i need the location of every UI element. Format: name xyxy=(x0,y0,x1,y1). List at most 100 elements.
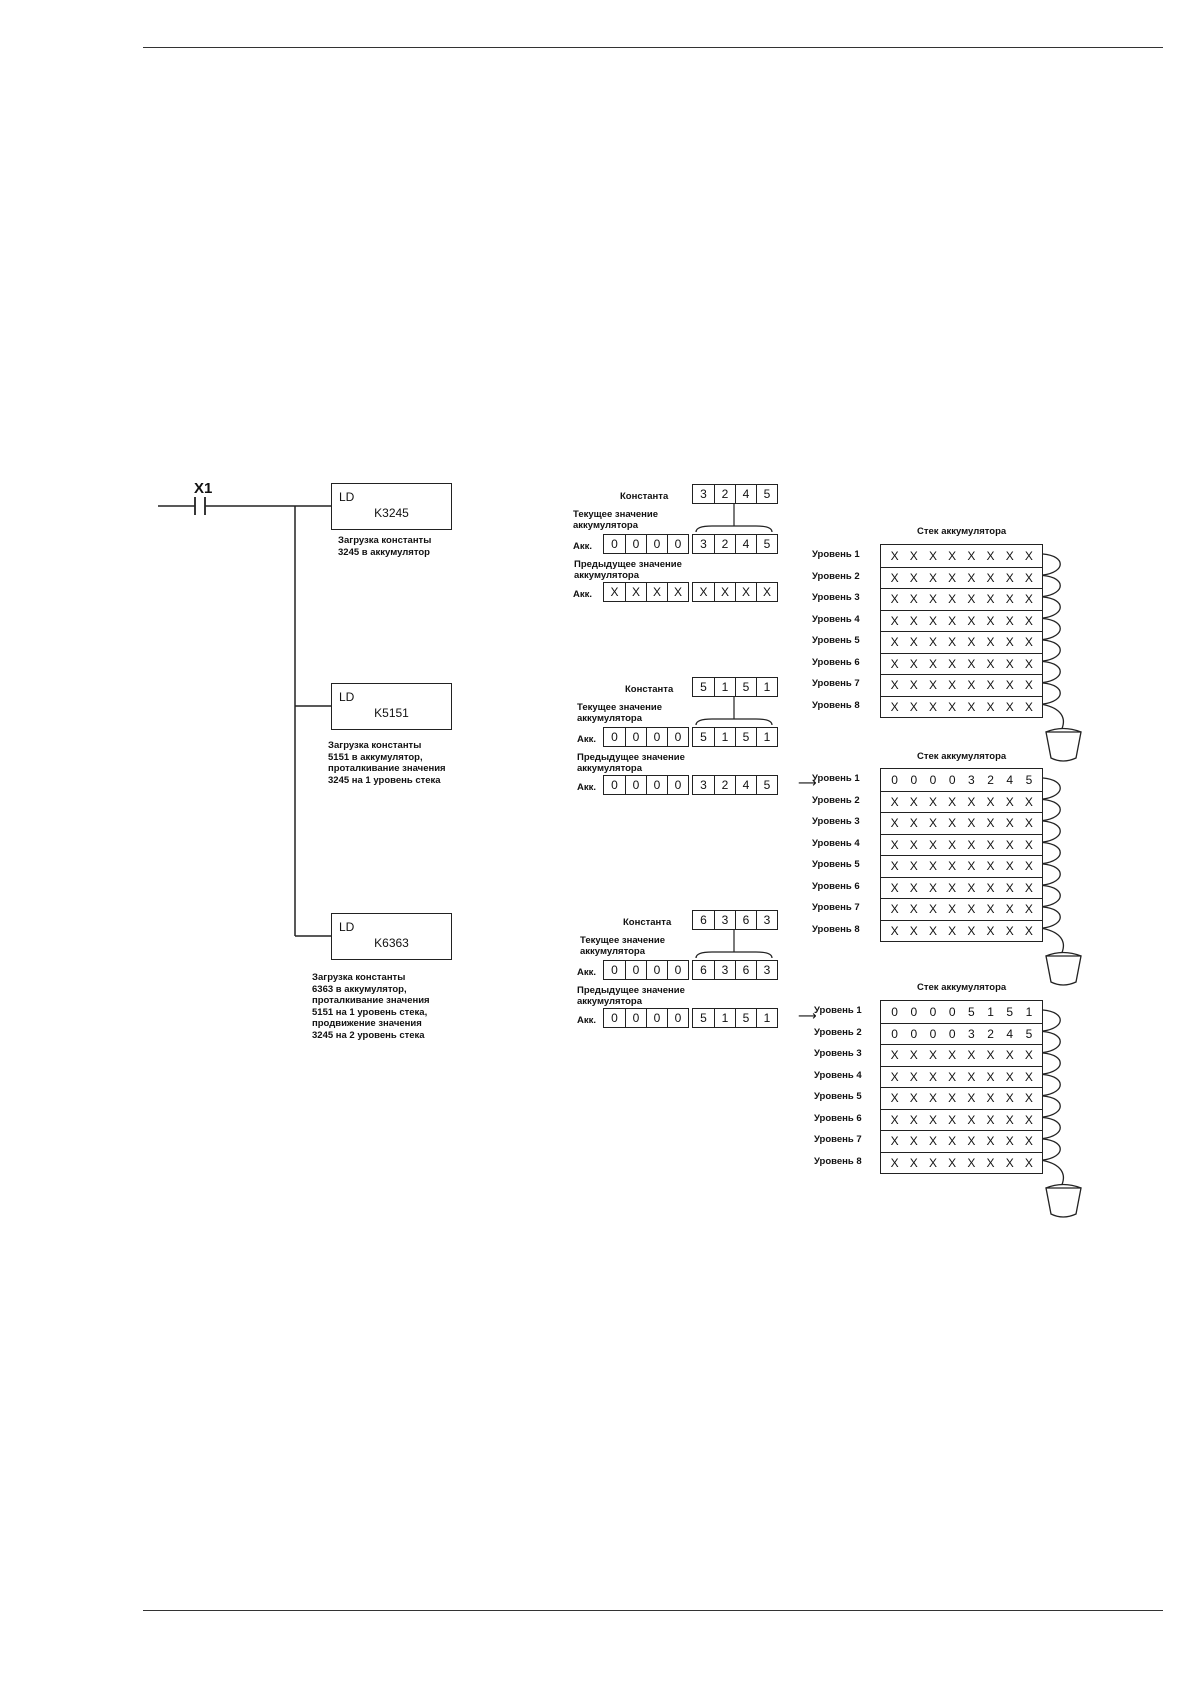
constant-bracket-3 xyxy=(695,951,773,959)
level-label: Уровень 4 xyxy=(814,1069,862,1081)
instruction-op: LD xyxy=(339,690,355,704)
stack-cell: X xyxy=(967,837,976,852)
shift-curve xyxy=(1042,1030,1061,1054)
level-label: Уровень 1 xyxy=(814,1005,862,1016)
digit-cell: 2 xyxy=(714,485,735,503)
stack-cell: X xyxy=(967,613,976,628)
stack-cell: X xyxy=(928,699,937,714)
digit-cell: 0 xyxy=(646,776,667,794)
instruction-constant: K3245 xyxy=(374,506,409,520)
previous-acc-label-3: Предыдущее значение аккумулятора xyxy=(577,985,685,1007)
stack-cell: 5 xyxy=(968,1004,975,1019)
stack-cell: X xyxy=(967,592,976,607)
discard-bucket-rim xyxy=(1045,951,1082,957)
digit-cell: 0 xyxy=(667,961,688,979)
level-label: Уровень 8 xyxy=(814,1155,862,1167)
digit-cell: 0 xyxy=(611,1011,618,1025)
instruction-note-2: Загрузка константы 5151 в аккумулятор, п… xyxy=(328,740,446,786)
stack-cell: X xyxy=(948,699,957,714)
stack-cell: X xyxy=(986,635,995,650)
stack-cell: X xyxy=(948,794,957,809)
stack-cell: X xyxy=(948,880,957,895)
stack-cell: X xyxy=(1005,1048,1014,1063)
stack-cell: X xyxy=(1005,816,1014,831)
stack-cell: X xyxy=(890,902,899,917)
stack-cell: X xyxy=(928,613,937,628)
stack-cell: X xyxy=(986,699,995,714)
contact-label-x1: X1 xyxy=(194,480,213,497)
discard-curve xyxy=(1042,1159,1065,1185)
stack-cell: X xyxy=(909,880,918,895)
stack-cell: X xyxy=(1024,880,1033,895)
stack-cell: X xyxy=(967,656,976,671)
stack-cell: X xyxy=(928,592,937,607)
digit-cell: 0 xyxy=(625,728,646,746)
stack-cell: 1 xyxy=(987,1004,994,1019)
stack-cell: X xyxy=(1005,592,1014,607)
shift-curve xyxy=(1042,553,1061,576)
digit-cell: 0 xyxy=(611,778,618,792)
stack-cell: X xyxy=(986,592,995,607)
stack-cell: 0 xyxy=(948,772,956,787)
digit-cell: 0 xyxy=(646,535,667,553)
digit-cell: 0 xyxy=(625,961,646,979)
digit-cell: 0 xyxy=(667,535,688,553)
stack-title-1: Стек аккумулятора xyxy=(917,526,1007,537)
stack-cell: X xyxy=(890,859,899,874)
shift-curve xyxy=(1042,798,1061,822)
stack-cell: X xyxy=(909,902,918,917)
stack-cell: X xyxy=(1024,1134,1033,1149)
stack-cell: X xyxy=(890,1091,899,1106)
digit-cell: X xyxy=(699,585,708,599)
stack-cell: X xyxy=(1005,1069,1014,1084)
instruction-note-3: Загрузка константы 6363 в аккумулятор, п… xyxy=(312,972,430,1041)
stack-cell: X xyxy=(948,1155,957,1170)
stack-cell: X xyxy=(909,592,918,607)
digit-cell: 3 xyxy=(700,537,707,551)
stack-cell: X xyxy=(986,923,995,938)
shift-curve xyxy=(1042,906,1061,929)
digit-cell: 0 xyxy=(625,1009,646,1027)
stack-cell: X xyxy=(909,1134,918,1149)
level-label: Уровень 7 xyxy=(814,1134,862,1145)
digit-cell: 3 xyxy=(756,961,777,979)
stack-cell: X xyxy=(890,816,899,831)
acc-label-current-1: Акк. xyxy=(573,541,593,552)
stack-cell: X xyxy=(890,1069,899,1084)
stack-cell: X xyxy=(1005,656,1014,671)
stack-cell: X xyxy=(967,678,976,693)
digit-cell: 6 xyxy=(735,961,756,979)
stack-cell: 5 xyxy=(1006,1004,1014,1019)
stack-cell: X xyxy=(1024,923,1033,938)
current-acc-label-1: Текущее значение аккумулятора xyxy=(573,509,659,531)
level-label: Уровень 5 xyxy=(812,859,860,870)
digit-cell: X xyxy=(756,583,777,601)
constant-label-1: Константа xyxy=(620,491,669,502)
stack-cell: X xyxy=(1005,635,1014,650)
shift-curve xyxy=(1042,884,1061,908)
stack-cell: 2 xyxy=(987,772,994,787)
shift-curve xyxy=(1042,820,1061,843)
stack-cell: X xyxy=(948,1069,957,1084)
stack-cell: X xyxy=(909,859,918,874)
stack-cell: X xyxy=(928,1091,937,1106)
stack-cell: X xyxy=(890,923,899,938)
stack-cell: X xyxy=(1024,570,1033,585)
stack-cell: X xyxy=(967,816,976,831)
shift-curve xyxy=(1042,639,1061,662)
digit-cell: X xyxy=(610,585,619,599)
stack-cell: X xyxy=(928,902,937,917)
